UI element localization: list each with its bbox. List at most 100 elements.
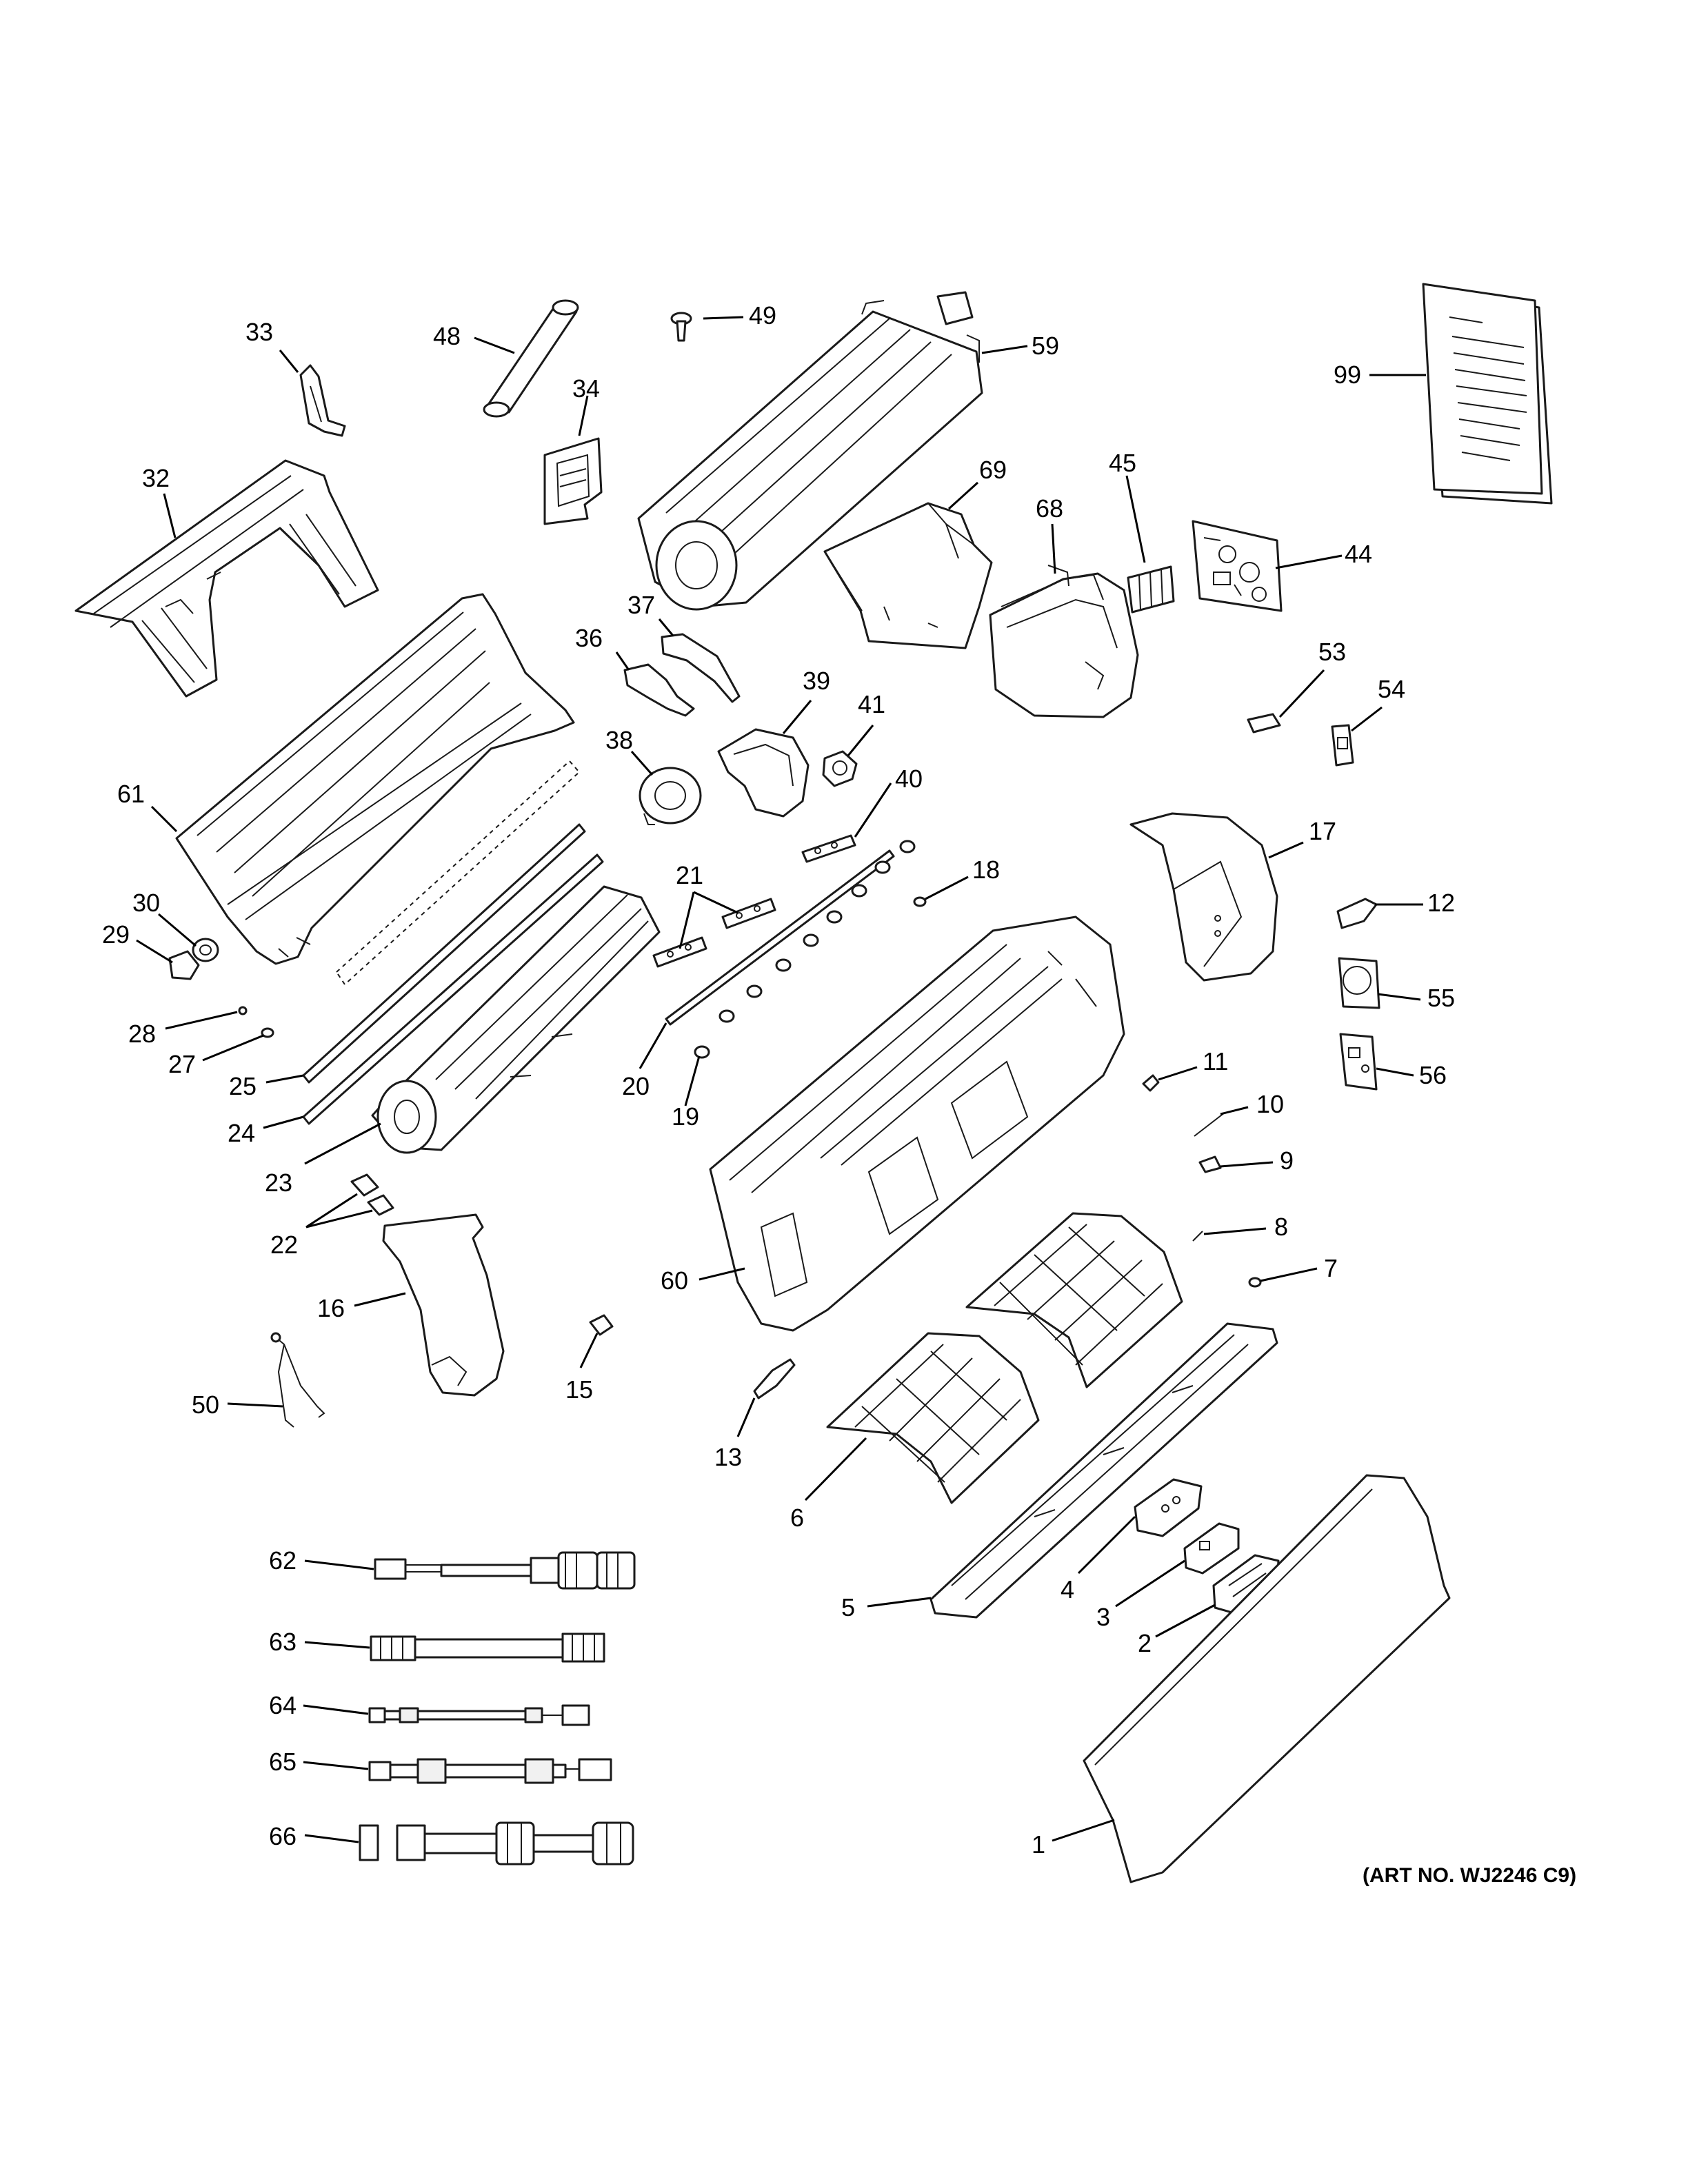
part-33-clip <box>299 364 346 437</box>
callout-5: 5 <box>841 1593 855 1621</box>
leader-59 <box>981 345 1028 354</box>
leader-19 <box>684 1055 701 1106</box>
leader-6 <box>804 1437 867 1502</box>
callout-64: 64 <box>269 1691 297 1719</box>
leader-40 <box>854 782 892 838</box>
part-13-clip <box>753 1358 796 1399</box>
leader-48 <box>474 336 515 354</box>
callout-12: 12 <box>1427 889 1455 917</box>
part-48-rod <box>483 299 579 418</box>
callout-41: 41 <box>858 690 885 718</box>
leader-3 <box>1115 1559 1185 1608</box>
callout-28: 28 <box>128 1020 156 1048</box>
leader-34 <box>578 395 589 436</box>
callout-61: 61 <box>117 780 145 808</box>
part-28-screw <box>238 1006 248 1015</box>
callout-19: 19 <box>672 1102 699 1131</box>
part-40-louver-strip <box>801 834 856 863</box>
callout-1: 1 <box>1032 1830 1045 1859</box>
leader-28 <box>165 1011 238 1030</box>
part-62-harness <box>374 1551 636 1590</box>
callout-15: 15 <box>565 1375 593 1404</box>
callout-56: 56 <box>1419 1061 1447 1089</box>
callout-60: 60 <box>661 1266 688 1295</box>
leader-20 <box>639 1022 667 1069</box>
part-6-air-filter-right <box>965 1212 1183 1388</box>
leader-32 <box>163 493 177 538</box>
callout-6: 6 <box>790 1504 804 1532</box>
part-65-harness <box>368 1758 612 1784</box>
part-11-sensor <box>1142 1074 1160 1092</box>
part-20-link-rod <box>665 849 895 1026</box>
part-9-clip <box>1198 1155 1222 1173</box>
callout-59: 59 <box>1032 332 1059 360</box>
callout-66: 66 <box>269 1822 297 1850</box>
leader-49 <box>703 316 744 320</box>
part-63-harness <box>370 1632 605 1663</box>
part-4-control-board <box>1134 1478 1203 1537</box>
leader-1 <box>1052 1819 1115 1842</box>
leader-61 <box>150 805 178 833</box>
leader-66 <box>304 1834 359 1843</box>
leader-60 <box>699 1267 745 1281</box>
leader-24 <box>263 1115 304 1129</box>
callout-65: 65 <box>269 1748 297 1776</box>
part-12-clip <box>1336 898 1378 929</box>
leader-2 <box>1155 1604 1216 1638</box>
callout-24: 24 <box>228 1119 255 1147</box>
callout-37: 37 <box>627 591 655 619</box>
callout-4: 4 <box>1061 1575 1074 1604</box>
callout-21: 21 <box>676 861 703 889</box>
part-60-front-frame <box>709 916 1125 1332</box>
callout-27: 27 <box>168 1050 196 1078</box>
part-1-front-panel <box>1083 1474 1451 1883</box>
leader-4 <box>1077 1515 1136 1575</box>
leader-18 <box>925 876 969 900</box>
part-25-rod <box>302 823 586 1084</box>
callout-68: 68 <box>1036 494 1063 523</box>
callout-34: 34 <box>572 374 600 403</box>
leader-37 <box>658 618 674 636</box>
part-34-bracket <box>543 437 603 525</box>
leader-16 <box>354 1292 406 1307</box>
part-49-screw <box>670 312 692 342</box>
leader-15 <box>579 1333 599 1368</box>
leader-44 <box>1275 554 1343 569</box>
part-drain-strip <box>335 760 581 986</box>
part-50-wire-harness <box>270 1332 325 1428</box>
part-21-louver-bracket <box>652 898 776 968</box>
part-16-side-cover <box>382 1213 505 1397</box>
callout-7: 7 <box>1324 1254 1338 1282</box>
part-64-harness <box>368 1704 590 1726</box>
art-number: (ART NO. WJ2246 C9) <box>1363 1864 1576 1887</box>
leader-69 <box>947 481 979 510</box>
part-37-piece <box>661 633 741 703</box>
part-30-bearing <box>192 938 219 962</box>
callout-54: 54 <box>1378 675 1405 703</box>
leader-65 <box>303 1761 369 1770</box>
leader-63 <box>304 1641 370 1649</box>
part-59-evaporator-housing <box>637 291 983 611</box>
part-29-bearing-holder <box>168 950 200 980</box>
callout-22: 22 <box>270 1231 298 1259</box>
callout-29: 29 <box>102 920 130 949</box>
part-45-terminal-block <box>1127 565 1175 614</box>
part-36-piece <box>623 663 695 717</box>
part-6-air-filter <box>826 1332 1040 1504</box>
part-10-wire <box>1194 1112 1225 1137</box>
leader-11 <box>1158 1066 1198 1081</box>
part-99-manual <box>1422 283 1553 505</box>
leader-10 <box>1220 1106 1249 1115</box>
leader-50 <box>227 1402 283 1408</box>
callout-48: 48 <box>433 322 461 350</box>
callout-16: 16 <box>317 1294 345 1322</box>
callout-49: 49 <box>749 301 776 330</box>
leader-55 <box>1377 993 1421 1001</box>
callout-11: 11 <box>1203 1047 1228 1075</box>
part-61-chassis <box>175 593 575 965</box>
callout-9: 9 <box>1280 1146 1294 1175</box>
callout-10: 10 <box>1256 1090 1284 1118</box>
leader-5 <box>867 1597 932 1608</box>
leader-38 <box>630 751 654 776</box>
part-54-board <box>1331 724 1354 767</box>
